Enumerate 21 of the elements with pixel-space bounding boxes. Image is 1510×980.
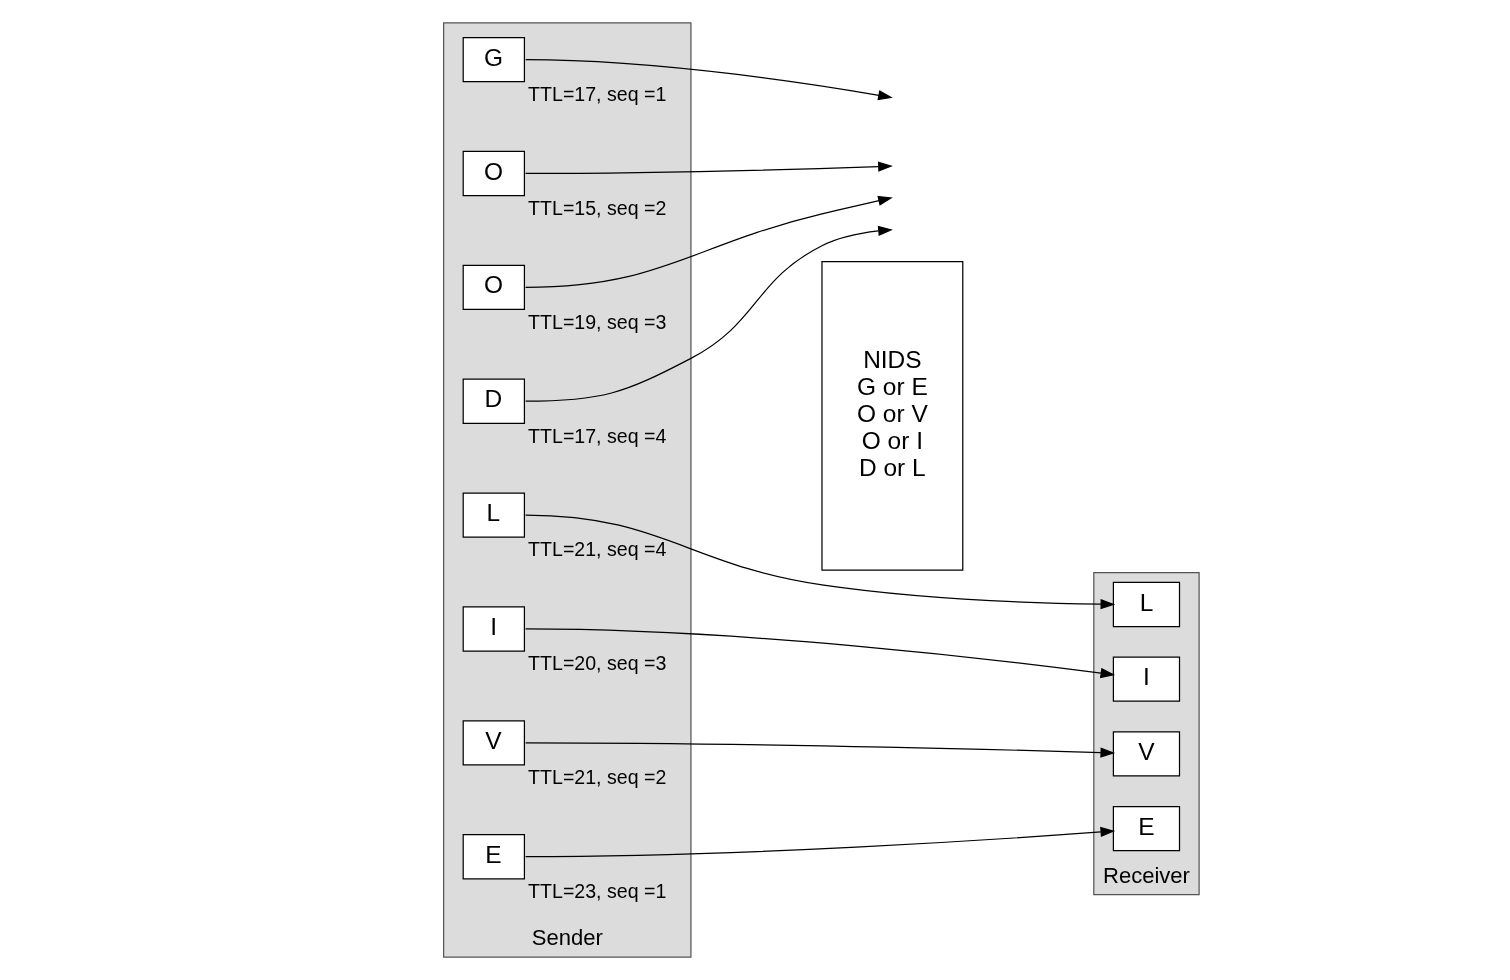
node-label: TTL=21, seq =2 <box>528 766 667 789</box>
node-box: L <box>1112 581 1181 628</box>
arrow <box>525 225 893 402</box>
node-label: TTL=21, seq =4 <box>528 538 667 561</box>
node-box: NIDS G or E O or V O or I D or L <box>821 261 964 571</box>
arrow <box>525 514 1116 610</box>
node-label: TTL=17, seq =1 <box>528 82 667 105</box>
arrow <box>525 59 893 101</box>
node-box: E <box>1112 805 1181 852</box>
arrow <box>525 195 893 288</box>
node-box: I <box>1112 656 1181 702</box>
arrow <box>525 161 893 175</box>
node-box: V <box>1112 731 1181 777</box>
arrow <box>525 826 1116 858</box>
arrow <box>525 742 1116 758</box>
node-label: TTL=17, seq =4 <box>528 424 667 447</box>
node-label: TTL=23, seq =1 <box>528 880 667 903</box>
node-label: TTL=20, seq =3 <box>528 652 667 675</box>
node-label: TTL=19, seq =3 <box>528 310 667 333</box>
node-label: TTL=15, seq =2 <box>528 196 667 219</box>
arrow <box>525 628 1116 679</box>
